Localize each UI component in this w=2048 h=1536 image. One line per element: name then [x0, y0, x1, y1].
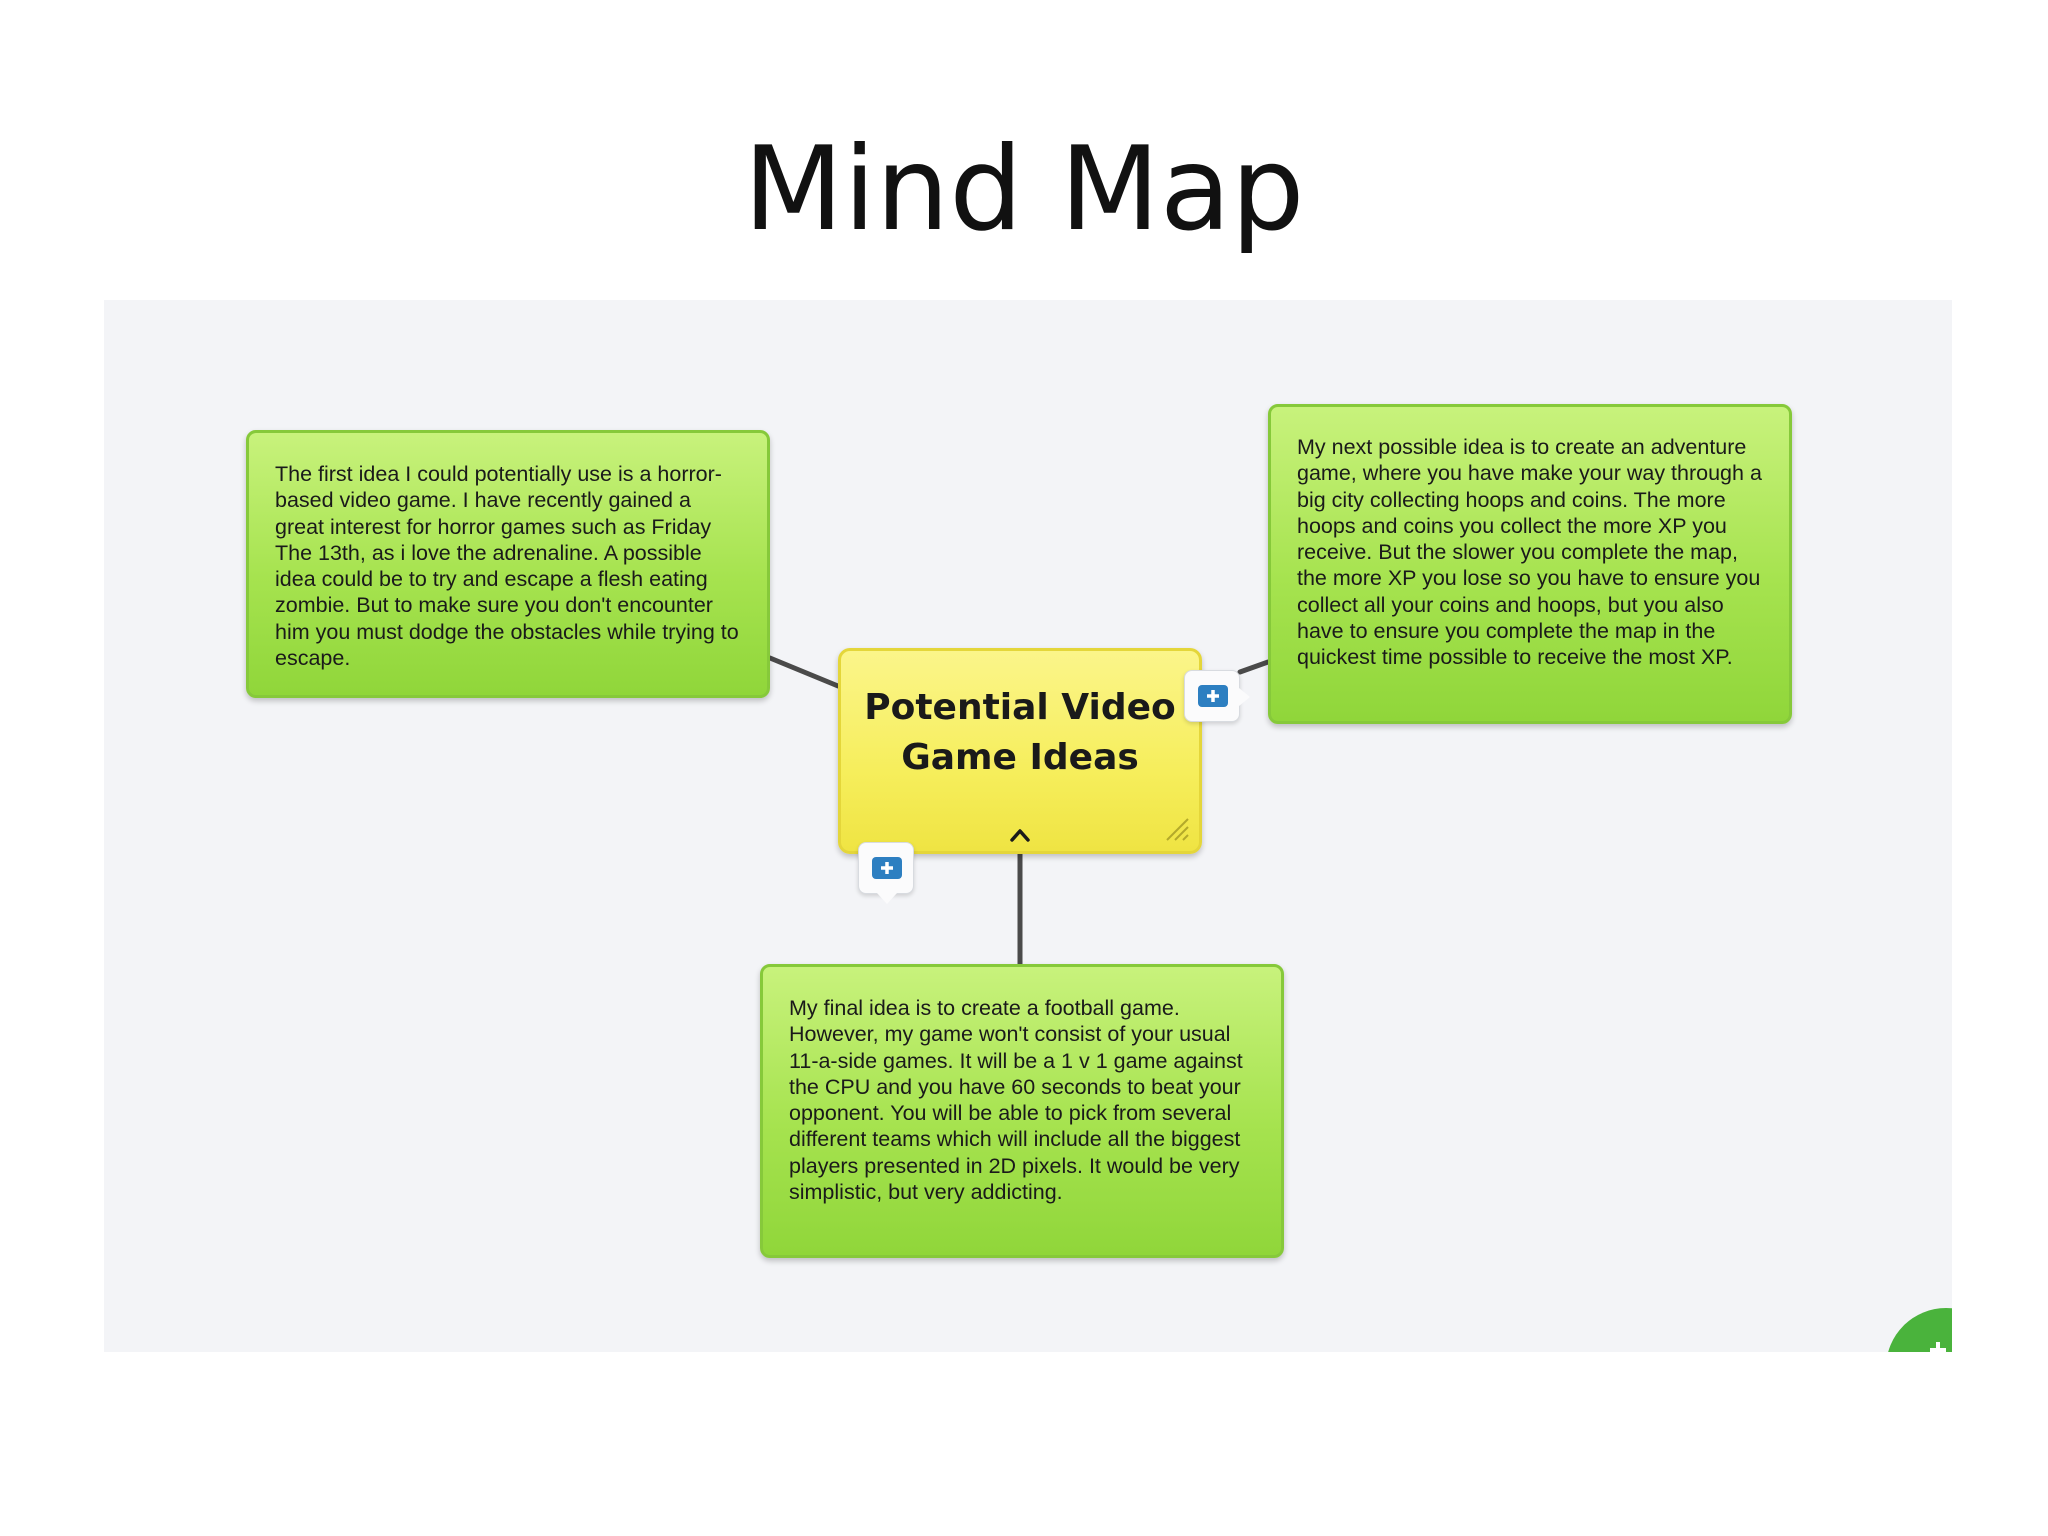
idea-node-horror[interactable]: The first idea I could potentially use i…	[246, 430, 770, 698]
idea-node-football[interactable]: My final idea is to create a football ga…	[760, 964, 1284, 1258]
resize-grip-icon[interactable]	[1161, 813, 1191, 843]
plus-icon	[1198, 685, 1228, 707]
chevron-up-icon[interactable]	[1009, 827, 1031, 843]
idea-node-football-text: My final idea is to create a football ga…	[789, 996, 1243, 1205]
fab-icon	[1930, 1342, 1946, 1352]
connector-left	[767, 655, 841, 689]
central-topic-title: Potential Video Game Ideas	[864, 687, 1176, 778]
idea-node-adventure-text: My next possible idea is to create an ad…	[1297, 435, 1762, 670]
connector-lines	[767, 655, 1271, 967]
slide-title: Mind Map	[743, 122, 1305, 257]
plus-icon	[872, 857, 902, 879]
idea-node-adventure[interactable]: My next possible idea is to create an ad…	[1268, 404, 1792, 724]
central-topic-node[interactable]: Potential Video Game Ideas	[838, 648, 1202, 854]
add-subtopic-right-button[interactable]	[1184, 670, 1250, 722]
mind-map-canvas[interactable]: The first idea I could potentially use i…	[104, 300, 1952, 1352]
connector-right	[1237, 659, 1271, 675]
add-subtopic-bottom-button[interactable]	[858, 842, 914, 904]
idea-node-horror-text: The first idea I could potentially use i…	[275, 462, 739, 671]
